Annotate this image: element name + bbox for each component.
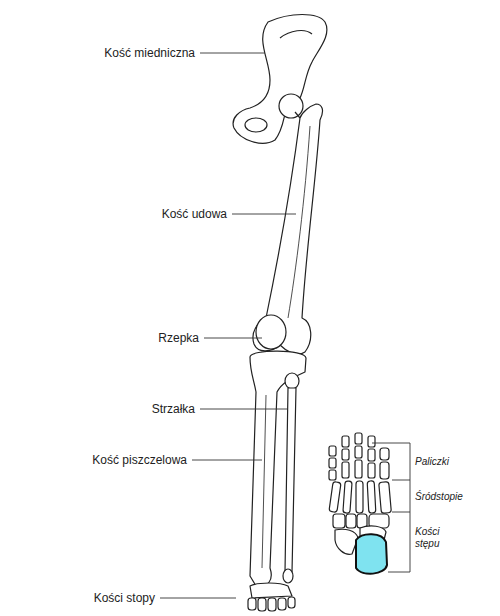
bone-label: Kość udowa (162, 207, 227, 221)
bone-label: Kość piszczelowa (92, 453, 187, 467)
bone-label: Paliczki (415, 456, 449, 468)
bone-label: Kości stopy (94, 591, 155, 605)
bone-label: Kość miedniczna (104, 46, 195, 60)
bone-label: Strzałka (152, 402, 195, 416)
bone-label: Rzepka (158, 331, 199, 345)
bone-label: Śródstopie (415, 491, 463, 503)
bone-label: Kości stępu (415, 526, 453, 550)
